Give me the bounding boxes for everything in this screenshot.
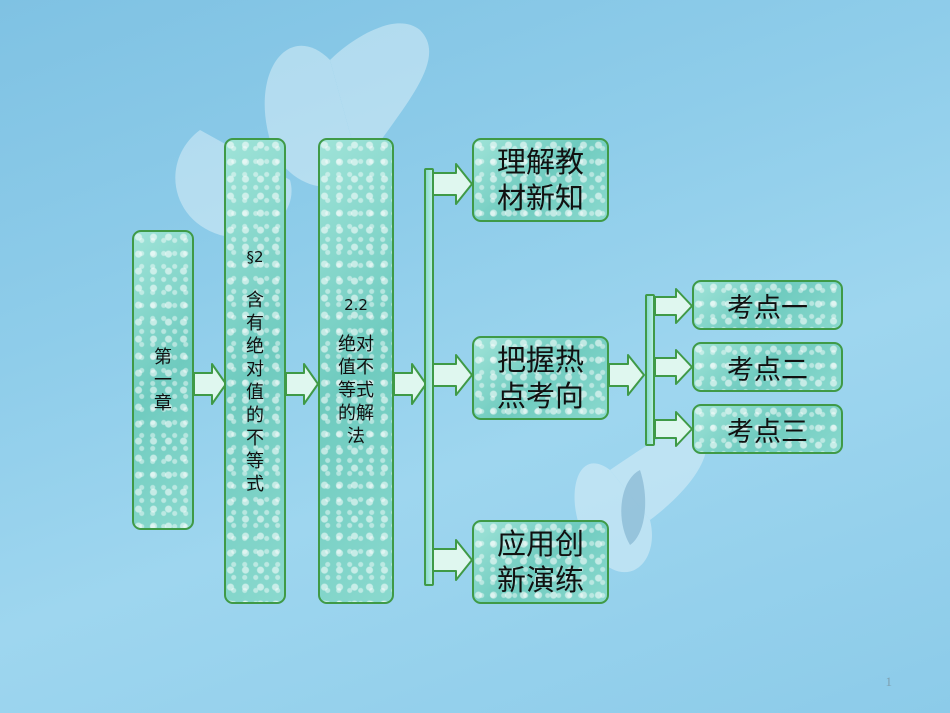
section-title-char-6: 的 [246,404,264,426]
topic-2-line-1: 把握热 [496,343,584,377]
point-1-label: 考点一 [727,292,808,324]
arrow-subsection-bar [393,363,427,405]
topic-2-line-2: 点考向 [496,379,584,413]
page-number: 1 [885,674,893,689]
point-box-2[interactable]: 考点二 [692,342,843,392]
points-connector-bar [645,294,655,446]
topic-box-understand[interactable]: 理解教 材新知 [472,138,609,222]
arrow-to-point-2 [654,349,693,385]
topic-3-line-2: 新演练 [496,563,584,597]
section-title-char-4: 对 [246,358,264,380]
subsection-box[interactable]: 2.2 绝对 值不 等式 的解 法 [318,138,394,604]
topic-3-line-1: 应用创 [496,527,584,561]
chapter-line-1: 第 [154,346,172,368]
topic-box-hotspots[interactable]: 把握热 点考向 [472,336,609,420]
arrow-to-point-3 [654,411,693,447]
point-2-label: 考点二 [727,354,808,386]
subsection-title-line-1: 绝对 [338,333,374,355]
section-title-char-5: 值 [246,381,264,403]
topic-1-line-2: 材新知 [496,181,584,215]
subsection-title-line-4: 的解 [338,402,374,424]
subsection-title-line-5: 法 [347,425,365,447]
subsection-title-line-3: 等式 [338,379,374,401]
chapter-line-3: 章 [154,392,172,414]
topic-1-line-1: 理解教 [496,145,584,179]
section-title-char-8: 等 [246,450,264,472]
section-box[interactable]: §2 含 有 绝 对 值 的 不 等 式 [224,138,286,604]
section-title-char-1: 含 [246,289,264,311]
section-title-char-2: 有 [246,312,264,334]
arrow-to-point-1 [654,288,693,324]
section-title-char-3: 绝 [246,335,264,357]
point-3-label: 考点三 [727,416,808,448]
section-title-char-7: 不 [246,427,264,449]
topic-box-practice[interactable]: 应用创 新演练 [472,520,609,604]
section-title-char-9: 式 [246,473,264,495]
arrow-section-subsection [285,363,319,405]
point-box-3[interactable]: 考点三 [692,404,843,454]
arrow-chapter-section [193,363,227,405]
section-number: §2 [246,247,264,266]
arrow-to-topic-3 [432,539,473,581]
topics-connector-bar [424,168,434,586]
arrow-to-topic-1 [432,163,473,205]
chapter-line-2: 一 [154,369,172,391]
subsection-number: 2.2 [344,295,368,314]
arrow-topic2-bar [608,354,645,396]
arrow-to-topic-2 [432,354,473,396]
chapter-box[interactable]: 第 一 章 [132,230,194,530]
subsection-title-line-2: 值不 [338,356,374,378]
point-box-1[interactable]: 考点一 [692,280,843,330]
